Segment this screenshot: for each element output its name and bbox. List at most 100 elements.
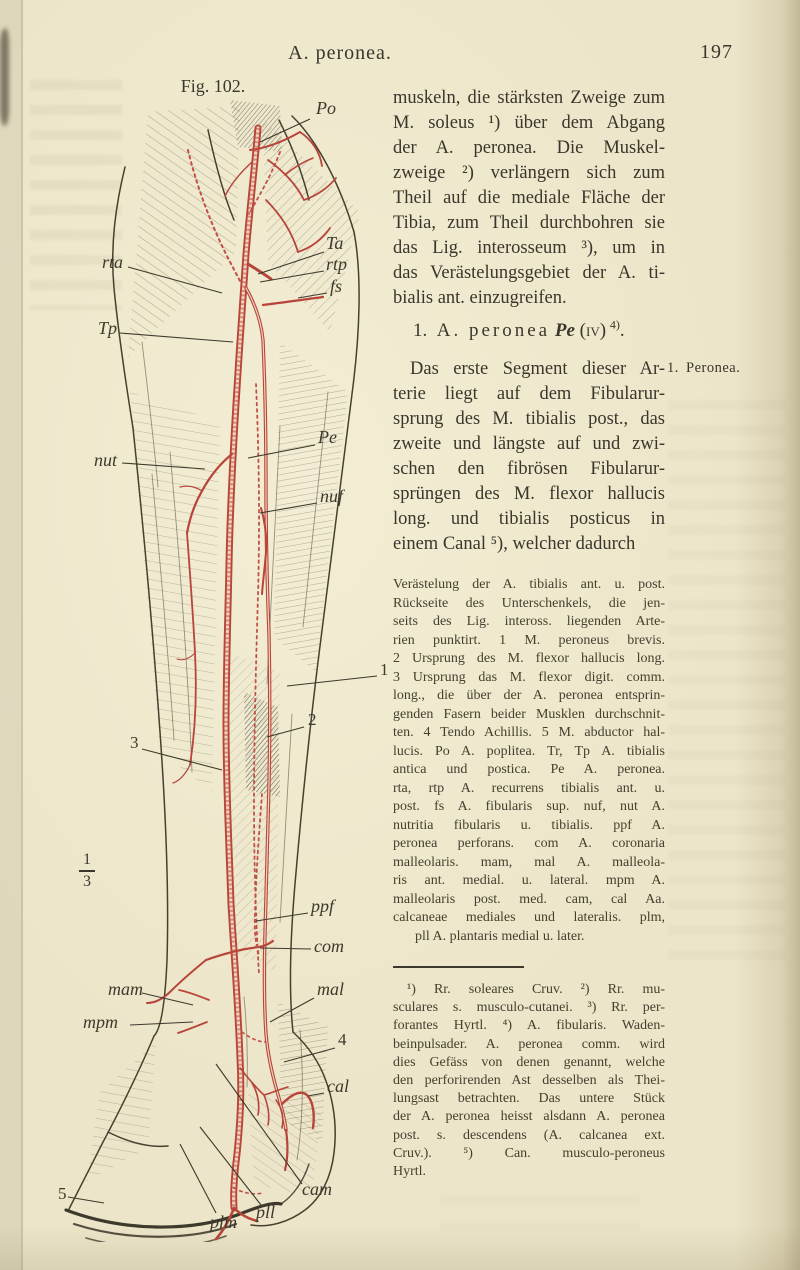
- figure-callout-line-nuf: [259, 502, 318, 514]
- figure-callout-line-n5: [67, 1196, 105, 1204]
- footnote-line-9: post. s. descendens (A. calcanea ext.: [393, 1127, 665, 1143]
- figure-label-plm: plm: [208, 1212, 237, 1232]
- footnote-line-10: Cruv.). ⁵) Can. musculo-peroneus: [393, 1145, 665, 1161]
- figure-caption-line-3: seits des Lig. inteross. liegenden Arte-: [393, 614, 665, 629]
- footnote-line-3: forantes Hyrtl. ⁴) A. fibularis. Waden-: [393, 1018, 665, 1034]
- paragraph-1-line-5: Theil auf die mediale Fläche der: [393, 188, 665, 208]
- figure-callout-line-rtp: [259, 270, 325, 283]
- footnote-line-4: beinpulsader. A. peronea comm. wird: [393, 1036, 665, 1052]
- scale-denominator: 3: [83, 872, 91, 890]
- figure-label-nut: nut: [94, 450, 118, 470]
- bleedthrough-text-left: [30, 80, 122, 310]
- figure-label-ta: Ta: [326, 233, 343, 253]
- footnote-separator: [393, 966, 524, 968]
- figure-caption-line-13: post. fs A. fibularis sup. nuf, nut A.: [393, 799, 665, 814]
- figure-callout-line-n4: [283, 1047, 336, 1063]
- figure-caption-line-12: rta, rtp A. recurrens tibialis ant. u.: [393, 780, 665, 796]
- footnote-line-5: dies Gefäss von denen genannt, welche: [393, 1054, 665, 1070]
- figure-caption-line-16: malleolaris. mam, mal A. malleola-: [393, 854, 665, 870]
- figure-label-po: Po: [315, 98, 336, 118]
- footnote-line-1: ¹) Rr. soleares Cruv. ²) Rr. mu-: [407, 982, 665, 997]
- paragraph-1-line-2: M. soleus ¹) über dem Abgang: [393, 113, 665, 133]
- figure-caption-line-15: peronea perforans. com A. coronaria: [393, 836, 665, 851]
- figure-callout-line-po: [259, 118, 311, 143]
- figure-number-label: Fig. 102.: [180, 76, 246, 96]
- scale-numerator: 1: [83, 851, 91, 868]
- figure-callout-line-pe: [247, 444, 316, 459]
- figure-label-tp: Tp: [98, 318, 117, 338]
- figure-label-rtp: rtp: [326, 254, 347, 274]
- paragraph-2: Das erste Segment dieser Ar-terie liegt …: [393, 357, 665, 557]
- paragraph-2-line-5: schen den fibrösen Fibularur-: [393, 459, 665, 479]
- figure-callout-line-rta: [127, 266, 223, 294]
- heading-period: .: [619, 320, 625, 341]
- page-header-title: A. peronea.: [288, 42, 392, 64]
- figure-102-illustration: PoTartpfsrtaTpnutPenuf123ppfcommammpmmal…: [58, 98, 389, 1242]
- figure-caption-line-20: pll A. plantaris medial u. later.: [415, 928, 585, 944]
- figure-caption-line-18: malleolaris post. med. cam, cal Aa.: [393, 891, 665, 907]
- figure-callout-line-mpm: [129, 1021, 194, 1026]
- figure-caption-line-4: rien punktirt. 1 M. peroneus brevis.: [393, 632, 665, 648]
- paragraph-1-line-3: der A. peronea. Die Muskel-: [393, 138, 665, 158]
- figure-caption-line-5: 2 Ursprung des M. flexor hallucis long.: [393, 651, 665, 666]
- paragraph-2-line-4: zweite und längste auf und zwi-: [393, 434, 665, 454]
- figure-label-cal: cal: [327, 1076, 349, 1096]
- heading-number: 1.: [413, 320, 428, 341]
- paragraph-1-line-6: Tibia, zum Theil durchbohren sie: [393, 213, 665, 233]
- figure-label-pll: pll: [254, 1202, 275, 1222]
- paragraph-2-line-6: sprüngen des M. flexor hallucis: [393, 484, 665, 504]
- paragraph-2-line-3: sprung des M. tibialis post., das: [393, 409, 665, 429]
- figure-label-n5: 5: [58, 1184, 67, 1203]
- paragraph-1-line-1: muskeln, die stärksten Zweige zum: [393, 88, 665, 108]
- figure-callout-line-ta: [257, 251, 325, 275]
- bleedthrough-text-right: [668, 400, 786, 960]
- figure-caption-line-8: genden Fasern beider Musklen durchschnit…: [393, 706, 665, 722]
- figure-caption-line-11: antica und postica. Pe A. peronea.: [393, 762, 665, 777]
- page-number: 197: [700, 41, 733, 63]
- figure-label-cam: cam: [302, 1179, 332, 1199]
- figure-label-mam: mam: [108, 979, 143, 999]
- footnote-line-8: der A. peronea heisst alsdann A. peronea: [393, 1109, 665, 1125]
- paragraph-2-line-8: einem Canal ⁵), welcher dadurch: [393, 534, 636, 554]
- heading-footnote-ref: 4): [609, 317, 620, 332]
- figure-callout-line-n2: [266, 726, 305, 738]
- section-heading: 1. A. peronea Pe (iv) 4).: [393, 317, 665, 345]
- figure-callout-line-ppf: [255, 912, 309, 922]
- figure-callout-line-mam: [141, 992, 194, 1006]
- figure-caption-line-2: Rückseite des Unterschenkels, die jen-: [393, 595, 665, 611]
- figure-caption-line-1: Verästelung der A. tibialis ant. u. post…: [393, 577, 665, 592]
- figure-callout-line-n1: [286, 675, 378, 687]
- figure-callout-line-plm: [179, 1143, 217, 1214]
- figure-label-fs: fs: [330, 276, 342, 296]
- heading-roman-numeral: (iv): [579, 320, 607, 341]
- heading-artery-name: A. peronea: [436, 320, 551, 341]
- engraving-hatching: [86, 100, 360, 1197]
- footnote-line-2: sculares s. musculo-cutanei. ³) Rr. per-: [393, 1000, 665, 1016]
- figure-caption-line-7: long., die über der A. peronea entsprin-: [393, 688, 665, 703]
- figure-callout-line-com: [259, 947, 312, 950]
- figure-label-n2: 2: [308, 710, 317, 729]
- figure-caption: Verästelung der A. tibialis ant. u. post…: [393, 576, 665, 946]
- figure-callout-line-n3: [141, 748, 223, 771]
- figure-scale-fraction: 1 3: [74, 851, 100, 891]
- figure-label-mal: mal: [317, 979, 344, 999]
- figure-callout-line-tp: [119, 332, 234, 343]
- figure-label-com: com: [314, 936, 344, 956]
- footnote-line-11: Hyrtl.: [393, 1163, 427, 1179]
- paragraph-2-line-7: long. und tibialis posticus in: [393, 509, 665, 529]
- figure-label-n4: 4: [338, 1030, 347, 1049]
- figure-callout-line-pll: [199, 1126, 262, 1206]
- figure-caption-line-14: nutritia fibularis u. tibialis. ppf A.: [393, 817, 665, 833]
- figure-label-n1: 1: [380, 660, 389, 679]
- footnotes: ¹) Rr. soleares Cruv. ²) Rr. mu-sculares…: [393, 981, 665, 1181]
- paragraph-1-line-4: zweige ²) verlängern sich zum: [393, 163, 665, 183]
- figure-label-ppf: ppf: [309, 896, 337, 916]
- paragraph-1-line-9: bialis ant. einzugreifen.: [393, 288, 567, 308]
- artery-tree: [146, 124, 337, 1241]
- footnote-line-7: lungsast betrachten. Das untere Stück: [393, 1091, 665, 1107]
- bleedthrough-text-bottom: [440, 1196, 640, 1246]
- page-gutter-line: [21, 0, 23, 1270]
- figure-callout-line-nut: [121, 462, 206, 470]
- figure-caption-line-17: ris ant. medial. u. lateral. mpm A.: [393, 873, 665, 888]
